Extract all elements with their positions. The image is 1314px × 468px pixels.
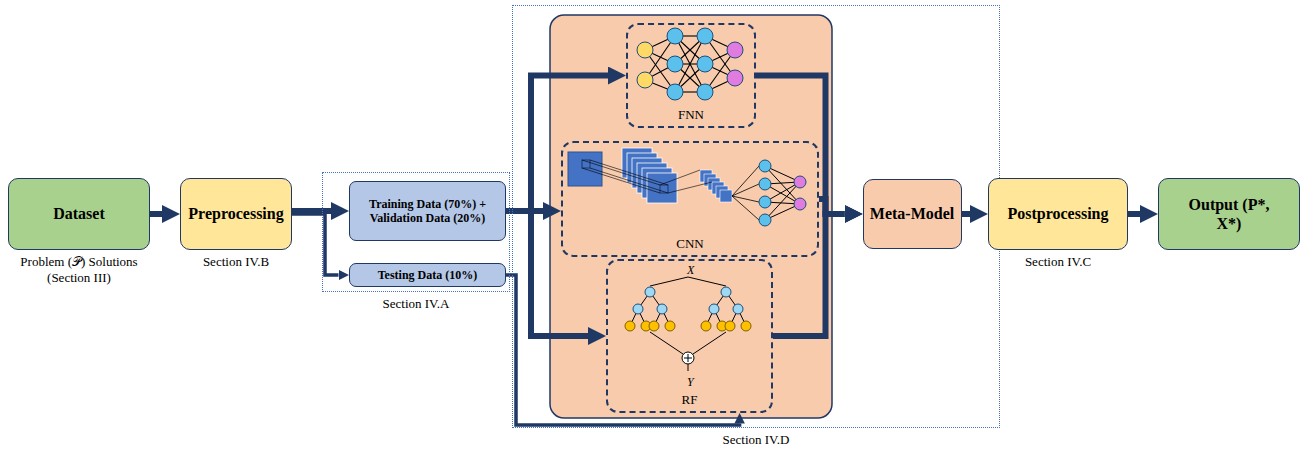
neuron (697, 56, 713, 72)
node-label: Preprocessing (188, 204, 283, 223)
cnn-illustration (568, 148, 806, 226)
process-box: PreprocessingSection IV.B (180, 178, 292, 250)
leaf-node (725, 321, 735, 331)
section-caption: Problem (𝒫) Solutions (Section III) (0, 254, 159, 285)
flow-arrow (150, 211, 162, 217)
receptive-line (668, 182, 712, 193)
flow-arrow (773, 214, 845, 336)
node-label: Meta-Model (870, 204, 954, 223)
receptive-line (582, 168, 660, 193)
neuron (697, 28, 713, 44)
model-group: RF X Y (606, 259, 773, 413)
tree-node (709, 304, 719, 314)
node-label: Dataset (53, 204, 105, 223)
flow-arrow (1128, 211, 1140, 217)
process-box: PostprocessingSection IV.C (988, 178, 1128, 250)
receptive-line (590, 160, 668, 185)
network-link (732, 184, 759, 196)
node-label: CNN (676, 236, 703, 252)
aggregate-line (650, 332, 683, 354)
section-caption: Section IV.D (723, 432, 790, 448)
leaf-node (625, 321, 635, 331)
node-label: Output (P*, X*) (1188, 195, 1270, 233)
neuron (759, 178, 771, 190)
node-label: Postprocessing (1007, 204, 1108, 223)
leaf-node (665, 321, 675, 331)
neuron (759, 160, 771, 172)
symbol-label: Y (687, 376, 694, 389)
network-link (732, 166, 759, 196)
tree-node (721, 287, 731, 297)
output-box: Output (P*, X*) (1158, 178, 1300, 250)
sum-symbol (684, 354, 692, 362)
tree-node (645, 287, 655, 297)
pooled-map (720, 190, 732, 202)
flow-arrow (756, 76, 845, 215)
neuron (667, 84, 683, 100)
node-label: RF (682, 392, 698, 408)
section-caption: Section IV.C (1025, 254, 1091, 270)
tree-node (733, 304, 743, 314)
receptive-line (582, 160, 660, 185)
leaf-node (741, 321, 751, 331)
meta-model-box: Meta-Model (863, 179, 962, 249)
model-group: FNN (626, 23, 756, 128)
rf-illustration (625, 277, 751, 371)
aggregate-line (693, 332, 726, 354)
node-label: Training Data (70%) + Validation Data (2… (367, 197, 489, 226)
aggregate-line (688, 364, 689, 371)
neuron (794, 198, 806, 210)
data-split-box: Testing Data (10%) (349, 263, 506, 287)
node-label: FNN (678, 107, 704, 123)
receptive-line (660, 170, 700, 185)
flow-arrow (506, 211, 588, 336)
network-link (732, 196, 759, 220)
neuron (727, 70, 743, 86)
sum-symbol (682, 352, 694, 364)
receptive-line (590, 168, 668, 193)
data-split-box: Training Data (70%) + Validation Data (2… (349, 181, 506, 241)
section-region: Section IV.ATraining Data (70%) + Valida… (322, 172, 510, 292)
flow-arrow (292, 214, 339, 275)
neuron (794, 176, 806, 188)
section-region: Section IV.DFNNCNNRFXYMeta-Model (512, 5, 1000, 428)
neuron (667, 28, 683, 44)
leaf-node (701, 321, 711, 331)
section-caption: Section IV.A (383, 296, 450, 312)
fnn-illustration (637, 28, 743, 100)
flow-arrow (506, 275, 740, 425)
flow-arrow (506, 76, 608, 212)
data-box: DatasetProblem (𝒫) Solutions (Section II… (8, 178, 150, 250)
symbol-label: X (687, 264, 694, 277)
node-label: Testing Data (10%) (378, 268, 478, 282)
neuron (727, 42, 743, 58)
model-group: CNN (561, 141, 819, 257)
neuron (637, 72, 653, 88)
tree-node (633, 304, 643, 314)
input-line (650, 277, 688, 286)
neuron (759, 214, 771, 226)
section-caption: Section IV.B (203, 254, 269, 270)
network-link (732, 196, 759, 202)
tree-node (657, 304, 667, 314)
neuron (697, 84, 713, 100)
neuron (759, 196, 771, 208)
neuron (667, 56, 683, 72)
input-line (688, 277, 726, 286)
flow-arrow (962, 211, 971, 217)
leaf-node (649, 321, 659, 331)
neuron (637, 42, 653, 58)
